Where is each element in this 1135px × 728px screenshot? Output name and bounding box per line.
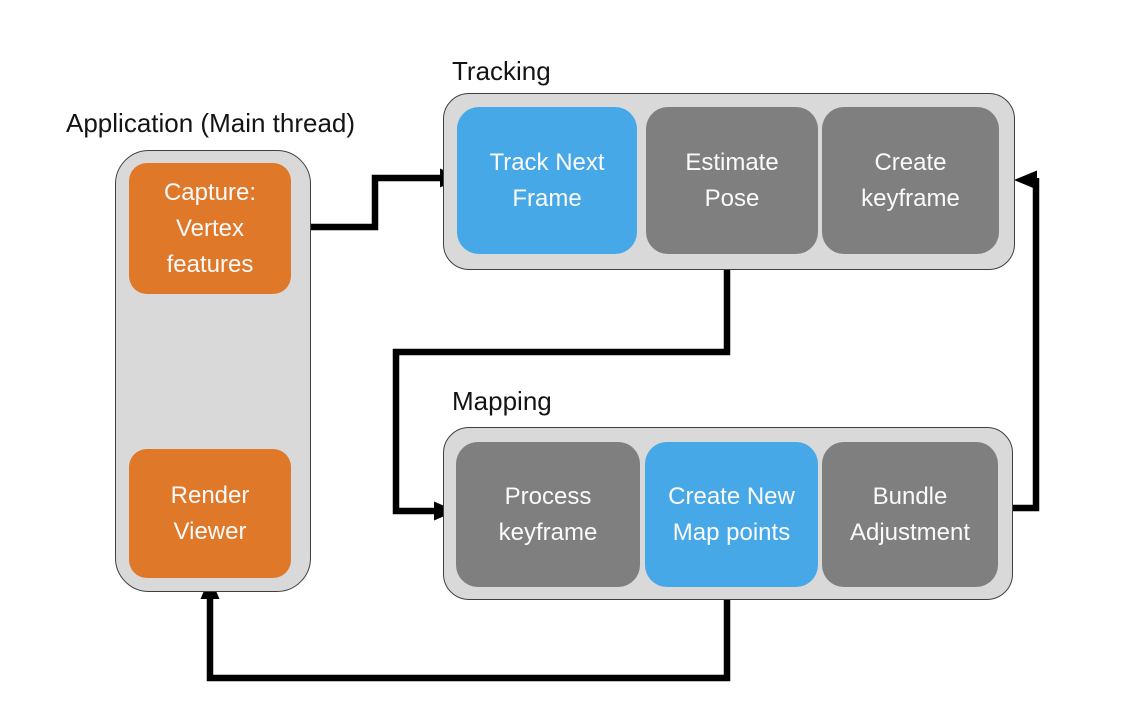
process-keyframe-label: Process keyframe	[498, 482, 598, 546]
render-viewer-box: Render Viewer	[129, 449, 291, 578]
tracking-group-label: Tracking	[452, 56, 551, 86]
process-keyframe-box: Process keyframe	[456, 442, 640, 587]
bundle-adjustment-box: Bundle Adjustment	[822, 442, 998, 587]
capture-vertex-features-label: Capture: Vertex features	[163, 178, 257, 278]
estimate-pose-box: Estimate Pose	[646, 107, 818, 254]
create-keyframe-box: Create keyframe	[822, 107, 999, 254]
arrow-bundle-to-create-keyframe	[1013, 170, 1040, 512]
mapping-group-label: Mapping	[452, 386, 552, 416]
create-new-map-points-box: Create New Map points	[645, 442, 818, 587]
track-next-frame-label: Track Next Frame	[489, 148, 605, 212]
create-new-map-points-label: Create New Map points	[668, 482, 795, 546]
estimate-pose-label: Estimate Pose	[685, 148, 779, 212]
application-group-label: Application (Main thread)	[66, 108, 356, 138]
render-viewer-label: Render Viewer	[170, 481, 250, 545]
create-keyframe-label: Create keyframe	[861, 148, 960, 212]
capture-vertex-features-box: Capture: Vertex features	[129, 163, 291, 294]
bundle-adjustment-label: Bundle Adjustment	[849, 482, 971, 546]
track-next-frame-box: Track Next Frame	[457, 107, 637, 254]
arrow-capture-to-tracking	[289, 168, 461, 231]
arrowhead-left-icon	[1014, 170, 1037, 190]
